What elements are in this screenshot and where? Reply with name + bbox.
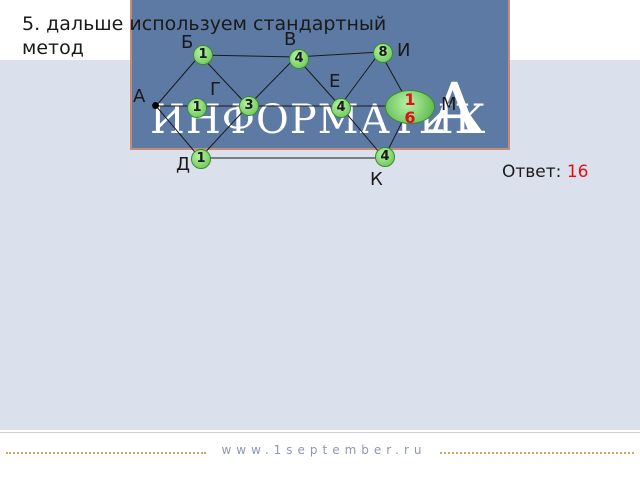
vertex-label-k: К: [370, 169, 383, 190]
slide-heading: 5. дальше используем стандартный метод: [22, 12, 442, 60]
edge-b-v: [199, 54, 297, 58]
vertex-label-m: М: [441, 94, 457, 115]
answer-label: Ответ:: [502, 162, 562, 182]
edge-d-g: [199, 105, 249, 159]
weight-badge-g: 3: [239, 96, 259, 116]
weight-badge-i: 8: [373, 43, 393, 63]
vertex-label-g: Г: [210, 79, 221, 100]
weight-badge-m-line2: 6: [404, 108, 416, 127]
edge-a-d: [155, 105, 201, 159]
weight-badge-v: 4: [289, 49, 309, 69]
weight-badge-g-start: 1: [187, 98, 207, 118]
vertex-label-e: Е: [329, 71, 341, 92]
start-vertex-dot: [152, 102, 159, 109]
weight-badge-m-line1: 1: [404, 90, 416, 109]
footer-url: www.1september.ru: [221, 443, 427, 457]
edge-v-i: [295, 51, 381, 58]
footer-divider: [0, 432, 640, 433]
weight-badge-m: 1 6: [385, 90, 435, 127]
heading-line-1: 5. дальше используем стандартный: [22, 13, 387, 35]
answer-text: Ответ: 16: [502, 162, 588, 182]
footer-dotted-line-right: [440, 452, 634, 454]
footer-dotted-line-left: [6, 452, 206, 454]
edge-a-b: [155, 54, 201, 107]
vertex-label-d: Д: [176, 154, 191, 175]
vertex-label-a: А: [133, 86, 146, 107]
edge-i-e: [339, 51, 381, 107]
answer-value: 16: [566, 162, 589, 182]
vertex-label-b: Б: [181, 32, 194, 53]
vertex-label-i: И: [397, 40, 411, 61]
weight-badge-k: 4: [375, 147, 395, 167]
heading-line-2: метод: [22, 37, 84, 59]
weight-badge-d: 1: [191, 149, 211, 169]
weight-badge-e: 4: [331, 98, 351, 118]
edge-v-g: [247, 56, 297, 107]
weight-badge-b: 1: [193, 45, 213, 65]
vertex-label-v: В: [284, 29, 297, 50]
banner-letter: А: [428, 68, 482, 150]
informatika-banner: ИНФОРМАТИК А: [130, 0, 510, 150]
